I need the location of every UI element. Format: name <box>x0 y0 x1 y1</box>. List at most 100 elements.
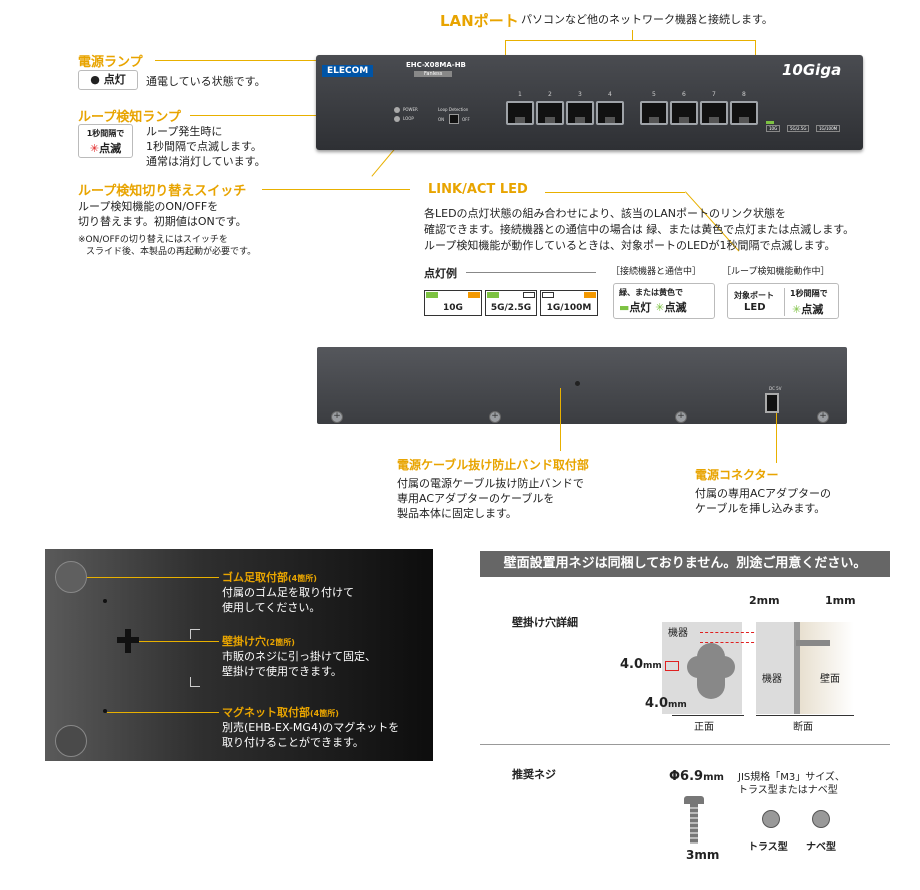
loop-lamp-desc2: 1秒間隔で点滅します。 <box>146 140 262 153</box>
wall-screw-banner: 壁面設置用ネジは同梱しておりません。別途ご用意ください。 <box>480 551 890 577</box>
lan-port-5[interactable] <box>640 101 668 125</box>
port-num-2: 2 <box>548 91 552 98</box>
dim-4mm-a: 4.0mm <box>620 657 662 672</box>
guide-dashed-line <box>700 642 800 643</box>
lan-port-4[interactable] <box>596 101 624 125</box>
band-desc2: 専用ACアダプターのケーブルを <box>397 492 555 505</box>
loop-switch-note2: スライド後、本製品の再起動が必要です。 <box>86 247 257 257</box>
rubber-title-text: ゴム足取付部 <box>222 571 288 584</box>
link-led-title: LINK/ACT LED <box>428 182 528 197</box>
band-mount-hole <box>575 381 580 386</box>
lan-port-2[interactable] <box>536 101 564 125</box>
port-num-4: 4 <box>608 91 612 98</box>
dim-unit: mm <box>668 700 687 710</box>
section-divider <box>480 744 890 745</box>
guide-dashed-line <box>700 632 800 633</box>
link-led-desc2: 確認できます。接続機器との通信中の場合は 緑、または黄色で点灯または点滅します。 <box>424 223 855 236</box>
comm-label: ［接続機器と通信中］ <box>611 267 702 277</box>
loop-switch-note1: ※ON/OFFの切り替えにはスイッチを <box>78 235 228 245</box>
rubber-callout <box>87 577 219 578</box>
example-1g-label: 1G/100M <box>546 303 592 313</box>
loop-badge-top: 1秒間隔で <box>86 129 125 138</box>
loop-switch-title: ループ検知切り替えスイッチ <box>78 184 247 199</box>
screw-label: 推奨ネジ <box>512 768 556 781</box>
section-label: 断面 <box>793 722 813 733</box>
connector-desc1: 付属の専用ACアダプターの <box>695 487 832 500</box>
orange-led-swatch <box>584 292 596 298</box>
screw-icon: + <box>489 411 501 423</box>
lan-port-8[interactable] <box>730 101 758 125</box>
loop-blink-badge: 1秒間隔で ✳点滅 <box>78 124 133 158</box>
corner-mark <box>190 629 200 639</box>
dim-4a: 4.0 <box>620 657 644 672</box>
blink-icon: ✳ <box>792 303 802 316</box>
hook-desc2: 壁掛けで使用できます。 <box>222 665 342 678</box>
magnet-count: (4箇所) <box>310 709 339 718</box>
lan-port-7[interactable] <box>700 101 728 125</box>
screw-spec2: トラス型またはナベ型 <box>738 785 838 796</box>
connector-desc2: ケーブルを挿し込みます。 <box>695 502 826 515</box>
screw-icon: + <box>675 411 687 423</box>
connector-title: 電源コネクター <box>695 468 779 482</box>
phi-value: Φ6.9 <box>669 769 704 784</box>
dc-power-connector[interactable] <box>765 393 779 413</box>
switch-rear-panel: + + + + DC 5V <box>317 347 847 424</box>
off-led-swatch <box>523 292 535 298</box>
screw-side-icon <box>796 640 830 646</box>
dim-2mm: 2mm <box>749 594 780 607</box>
lan-port-title: LANポート <box>440 12 519 30</box>
wall-surface <box>800 622 854 714</box>
legend-10g: 10G <box>766 125 781 132</box>
dc-label: DC 5V <box>769 386 782 391</box>
magnet-callout <box>107 712 219 713</box>
dim-3mm: 3mm <box>686 848 720 862</box>
phi-dim: Φ6.9mm <box>669 769 724 784</box>
port-num-7: 7 <box>712 91 716 98</box>
loop-led <box>394 116 400 122</box>
dim-marker <box>665 661 679 671</box>
brand-logo: ELECOM <box>322 65 374 77</box>
phi-unit: mm <box>703 772 724 783</box>
magnet-desc2: 取り付けることができます。 <box>222 736 364 749</box>
hook-count: (2箇所) <box>266 638 295 647</box>
truss-screw-icon <box>762 810 780 828</box>
port-num-5: 5 <box>652 91 656 98</box>
example-5g-label: 5G/2.5G <box>490 303 532 313</box>
loop-target1: 対象ポート <box>734 291 774 300</box>
loop-target2: LED <box>744 302 766 313</box>
loop-op-badge: 対象ポート LED 1秒間隔で ✳点滅 <box>727 283 839 319</box>
comm-lit: 点灯 <box>629 301 652 314</box>
loop-led-label: LOOP <box>403 116 414 121</box>
power-lit-label: ● 点灯 <box>90 73 126 86</box>
blink-icon: ✳ <box>655 301 665 314</box>
port-num-8: 8 <box>742 91 746 98</box>
loop-toggle-switch[interactable] <box>449 114 459 124</box>
switch-on-label: ON <box>438 117 445 122</box>
screw-spec1: JIS規格「M3」サイズ、 <box>738 772 845 783</box>
power-lamp-desc: 通電している状態です。 <box>146 75 266 88</box>
rubber-count: (4箇所) <box>288 574 317 583</box>
connector-callout <box>776 413 777 463</box>
dim-unit: mm <box>643 661 662 671</box>
band-desc3: 製品本体に固定します。 <box>397 507 517 520</box>
rubber-foot-mount <box>55 725 87 757</box>
loop-lamp-callout <box>190 115 390 116</box>
loop-lamp-desc1: ループ発生時に <box>146 125 223 138</box>
rubber-desc2: 使用してください。 <box>222 601 321 614</box>
screw-head-icon <box>684 796 704 804</box>
band-callout <box>560 388 561 451</box>
off-led-swatch <box>542 292 554 298</box>
link-callout-h <box>545 192 685 193</box>
lan-port-1[interactable] <box>506 101 534 125</box>
magnet-mount <box>103 709 107 713</box>
magnet-title-text: マグネット取付部 <box>222 706 310 719</box>
lan-callout-h <box>505 40 755 41</box>
comm-badge: 緑、または黄色で ▬点灯 ✳点滅 <box>613 283 715 319</box>
lan-port-6[interactable] <box>670 101 698 125</box>
magnet-desc1: 別売(EHB-EX-MG4)のマグネットを <box>222 721 400 734</box>
lan-port-3[interactable] <box>566 101 594 125</box>
port-num-6: 6 <box>682 91 686 98</box>
loop-interval: 1秒間隔で <box>790 289 828 298</box>
rubber-title: ゴム足取付部(4箇所) <box>222 569 317 585</box>
example-1g: 1G/100M <box>540 290 598 316</box>
